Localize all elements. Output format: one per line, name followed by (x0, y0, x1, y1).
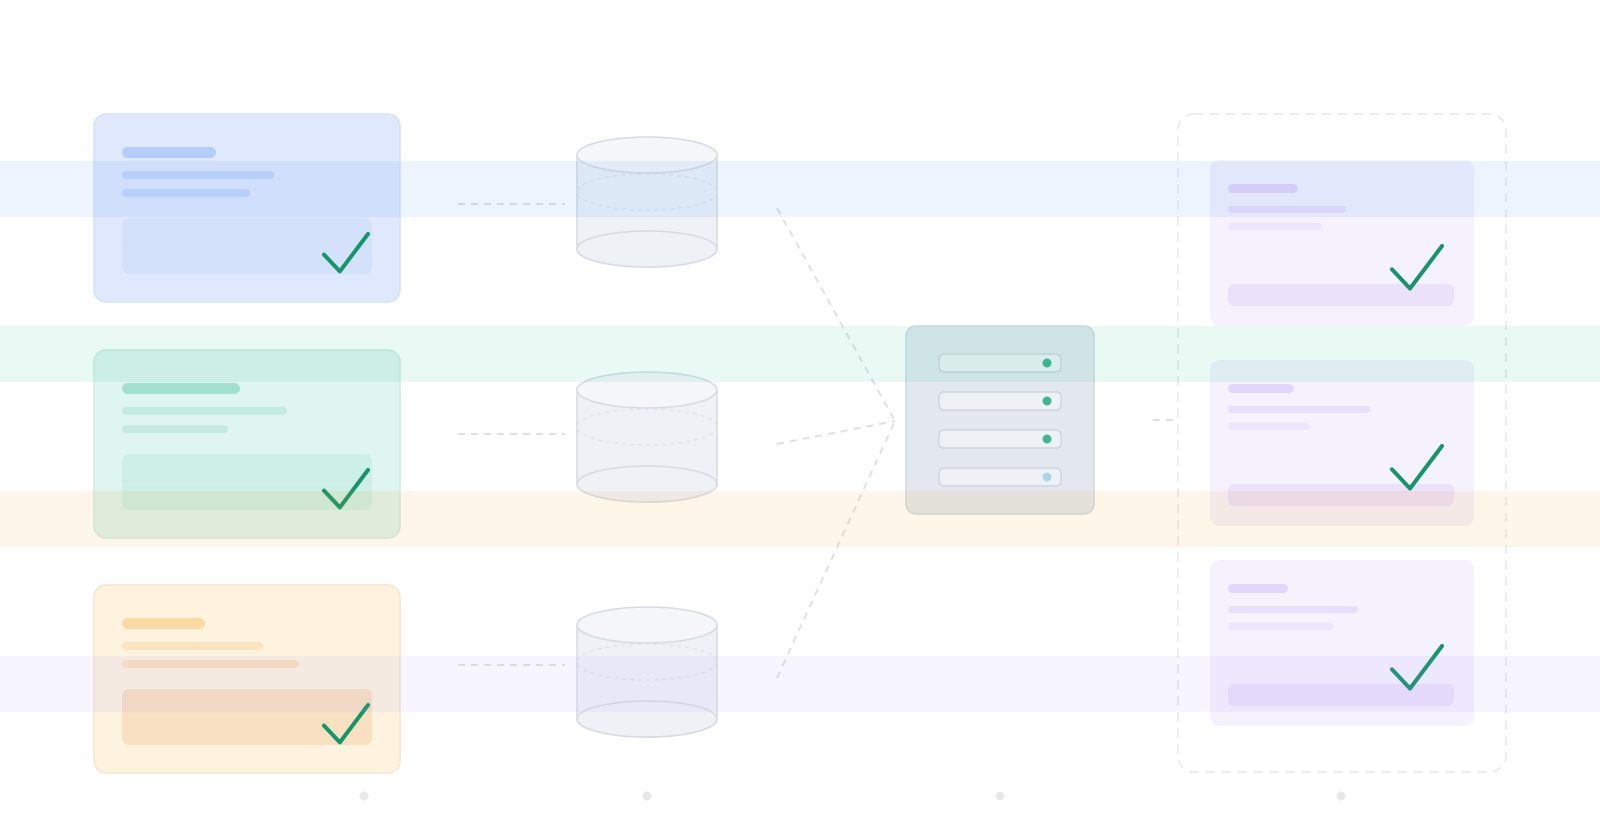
band-orange (0, 491, 1600, 547)
card-title-line (122, 383, 240, 394)
connector-db2-server (776, 420, 896, 445)
cylinder-ring (576, 643, 718, 681)
source-card-orange (93, 584, 401, 774)
server-status-dot (1042, 358, 1052, 368)
output-card-text-line (1228, 206, 1346, 213)
output-card-text-line (1228, 623, 1334, 630)
source-cards (93, 113, 401, 774)
card-text-line (122, 189, 250, 197)
server-slot (938, 467, 1062, 487)
output-card-title-line (1228, 184, 1298, 193)
card-inner-panel (122, 689, 372, 745)
server-status-dot (1042, 434, 1052, 444)
column-markers (359, 791, 1346, 801)
output-card-text-line (1228, 223, 1322, 230)
card-text-line (122, 642, 263, 650)
server-status-dot (1042, 396, 1052, 406)
card-inner-panel (122, 454, 372, 510)
output-card-1 (1210, 160, 1474, 326)
check-icon (1390, 644, 1444, 691)
source-card-blue (93, 113, 401, 303)
card-text-line (122, 171, 274, 179)
server-status-dot (1042, 472, 1052, 482)
server-group (905, 325, 1095, 515)
output-card-text-line (1228, 406, 1370, 413)
cylinder-ring (576, 408, 718, 446)
server-icon (905, 325, 1095, 515)
cylinder-base (576, 465, 718, 503)
server-slot (938, 353, 1062, 373)
check-icon (1390, 244, 1444, 291)
database-3-icon (576, 606, 718, 738)
check-icon (1390, 444, 1444, 491)
card-inner-panel (122, 218, 372, 274)
cylinder-ring (576, 173, 718, 211)
output-card-3 (1210, 560, 1474, 726)
card-text-line (122, 660, 299, 668)
card-title-line (122, 618, 205, 629)
cylinder-base (576, 230, 718, 268)
server-slot (938, 391, 1062, 411)
card-text-line (122, 425, 228, 433)
output-group (1177, 113, 1507, 773)
server-slot (938, 429, 1062, 449)
database-1-icon (576, 136, 718, 268)
band-teal (0, 326, 1600, 382)
output-card-text-line (1228, 606, 1358, 613)
output-card-footer (1228, 484, 1454, 506)
output-card-text-line (1228, 423, 1310, 430)
output-card-title-line (1228, 384, 1294, 393)
output-card-2 (1210, 360, 1474, 526)
output-card-title-line (1228, 584, 1288, 593)
column-marker-dot (359, 791, 369, 801)
column-marker-dot (995, 791, 1005, 801)
check-icon (322, 703, 370, 745)
server-chassis (905, 325, 1095, 515)
card-title-line (122, 147, 216, 158)
cylinder-top (576, 606, 718, 644)
source-card-green (93, 349, 401, 539)
check-icon (322, 232, 370, 274)
band-purple (0, 656, 1600, 712)
band-blue (0, 161, 1600, 217)
cylinder-top (576, 136, 718, 174)
connector-db1-server (776, 207, 896, 422)
output-card-footer (1228, 684, 1454, 706)
database-2-icon (576, 371, 718, 503)
cylinder-base (576, 700, 718, 738)
check-icon (322, 468, 370, 510)
highlight-bands (0, 161, 1600, 712)
connector-db3-server (776, 420, 896, 679)
card-text-line (122, 407, 287, 415)
cylinder-top (576, 371, 718, 409)
column-marker-dot (1336, 791, 1346, 801)
output-container (1177, 113, 1507, 773)
output-card-footer (1228, 284, 1454, 306)
databases (576, 136, 718, 738)
column-marker-dot (642, 791, 652, 801)
connectors (458, 203, 1178, 679)
